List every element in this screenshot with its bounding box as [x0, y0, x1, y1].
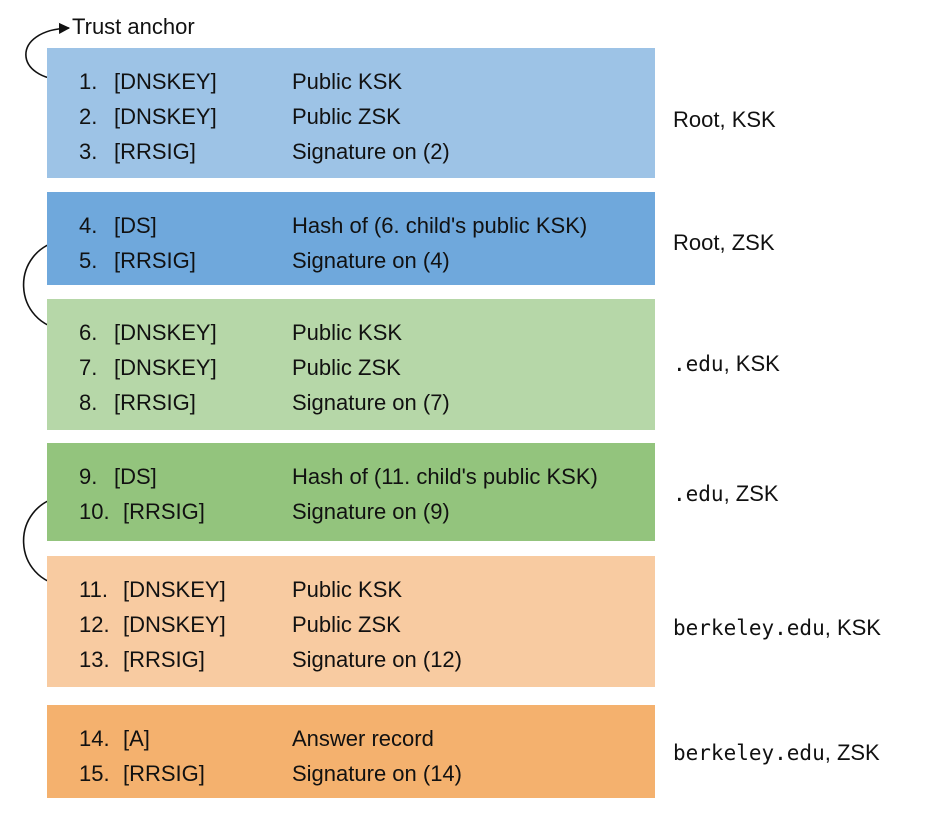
record-row: 4. [DS] Hash of (6. child's public KSK)	[79, 208, 655, 243]
record-description: Public KSK	[292, 69, 403, 94]
key-type: , ZSK	[719, 230, 775, 255]
record-type: [DS]	[114, 464, 157, 489]
record-number: 8.	[79, 390, 98, 415]
record-row: 3. [RRSIG] Signature on (2)	[79, 134, 655, 169]
zone-name: .edu	[673, 352, 724, 376]
record-row: 6. [DNSKEY] Public KSK	[79, 315, 655, 350]
record-description: Hash of (6. child's public KSK)	[292, 213, 588, 238]
record-number: 3.	[79, 139, 98, 164]
record-description: Signature on (9)	[292, 499, 450, 524]
record-number: 9.	[79, 464, 98, 489]
record-description: Public KSK	[292, 320, 403, 345]
record-number: 10.	[79, 499, 110, 524]
record-number: 6.	[79, 320, 98, 345]
record-type: [RRSIG]	[123, 761, 205, 786]
zone-label-edu-ksk: .edu, KSK	[673, 350, 780, 378]
record-type: [RRSIG]	[123, 499, 205, 524]
record-number: 15.	[79, 761, 110, 786]
record-description: Hash of (11. child's public KSK)	[292, 464, 598, 489]
zone-block-edu-zsk: 9. [DS] Hash of (11. child's public KSK) 10…	[47, 443, 655, 541]
record-number: 12.	[79, 612, 110, 637]
key-type: , KSK	[723, 351, 780, 376]
zone-name: .edu	[673, 482, 724, 506]
record-row: 5. [RRSIG] Signature on (4)	[79, 243, 655, 278]
zone-name: Root	[673, 230, 720, 255]
record-row: 8. [RRSIG] Signature on (7)	[79, 385, 655, 420]
key-type: , ZSK	[824, 740, 880, 765]
trust-anchor-label: Trust anchor	[72, 14, 195, 39]
record-description: Public ZSK	[292, 355, 401, 380]
record-row: 7. [DNSKEY] Public ZSK	[79, 350, 655, 385]
zone-label-root-zsk: Root, ZSK	[673, 229, 775, 257]
record-row: 10. [RRSIG] Signature on (9)	[79, 494, 655, 529]
record-type: [DS]	[114, 213, 157, 238]
record-description: Signature on (7)	[292, 390, 450, 415]
zone-name: berkeley.edu	[673, 616, 825, 640]
record-description: Public ZSK	[292, 612, 401, 637]
record-description: Signature on (2)	[292, 139, 450, 164]
record-number: 5.	[79, 248, 98, 273]
record-number: 1.	[79, 69, 98, 94]
record-type: [DNSKEY]	[114, 104, 217, 129]
record-type: [DNSKEY]	[114, 320, 217, 345]
zone-label-edu-zsk: .edu, ZSK	[673, 480, 779, 508]
zone-name: Root	[673, 107, 720, 132]
record-row: 2. [DNSKEY] Public ZSK	[79, 99, 655, 134]
record-number: 11.	[79, 577, 108, 602]
record-description: Answer record	[292, 726, 434, 751]
record-type: [RRSIG]	[114, 248, 196, 273]
record-type: [DNSKEY]	[114, 355, 217, 380]
record-row: 13. [RRSIG] Signature on (12)	[79, 642, 655, 677]
record-type: [DNSKEY]	[114, 69, 217, 94]
record-description: Signature on (14)	[292, 761, 462, 786]
record-row: 12. [DNSKEY] Public ZSK	[79, 607, 655, 642]
zone-label-berkeley-ksk: berkeley.edu, KSK	[673, 614, 881, 642]
record-row: 14. [A] Answer record	[79, 721, 655, 756]
record-description: Public ZSK	[292, 104, 401, 129]
zone-block-root-zsk: 4. [DS] Hash of (6. child's public KSK) 5. […	[47, 192, 655, 285]
record-row: 9. [DS] Hash of (11. child's public KSK)	[79, 459, 655, 494]
zone-label-root-ksk: Root, KSK	[673, 106, 776, 134]
key-type: , KSK	[824, 615, 881, 640]
record-description: Signature on (4)	[292, 248, 450, 273]
record-description: Public KSK	[292, 577, 403, 602]
record-number: 2.	[79, 104, 98, 129]
key-type: , KSK	[719, 107, 776, 132]
zone-block-root-ksk: 1. [DNSKEY] Public KSK 2. [DNSKEY] Public ZSK…	[47, 48, 655, 178]
zone-block-berkeley-ksk: 11. [DNSKEY] Public KSK 12. [DNSKEY] Public Z…	[47, 556, 655, 687]
zone-block-edu-ksk: 6. [DNSKEY] Public KSK 7. [DNSKEY] Public ZSK…	[47, 299, 655, 430]
record-row: 15. [RRSIG] Signature on (14)	[79, 756, 655, 791]
record-number: 14.	[79, 726, 110, 751]
record-row: 11. [DNSKEY] Public KSK	[79, 572, 655, 607]
record-type: [DNSKEY]	[123, 612, 226, 637]
record-number: 4.	[79, 213, 98, 238]
key-type: , ZSK	[723, 481, 779, 506]
record-type: [RRSIG]	[123, 647, 205, 672]
record-type: [RRSIG]	[114, 390, 196, 415]
record-description: Signature on (12)	[292, 647, 462, 672]
record-number: 13.	[79, 647, 110, 672]
record-type: [DNSKEY]	[123, 577, 226, 602]
zone-name: berkeley.edu	[673, 741, 825, 765]
zone-block-berkeley-zsk: 14. [A] Answer record 15. [RRSIG] Signature o…	[47, 705, 655, 798]
record-number: 7.	[79, 355, 98, 380]
record-type: [RRSIG]	[114, 139, 196, 164]
record-row: 1. [DNSKEY] Public KSK	[79, 64, 655, 99]
zone-label-berkeley-zsk: berkeley.edu, ZSK	[673, 739, 880, 767]
record-type: [A]	[123, 726, 150, 751]
